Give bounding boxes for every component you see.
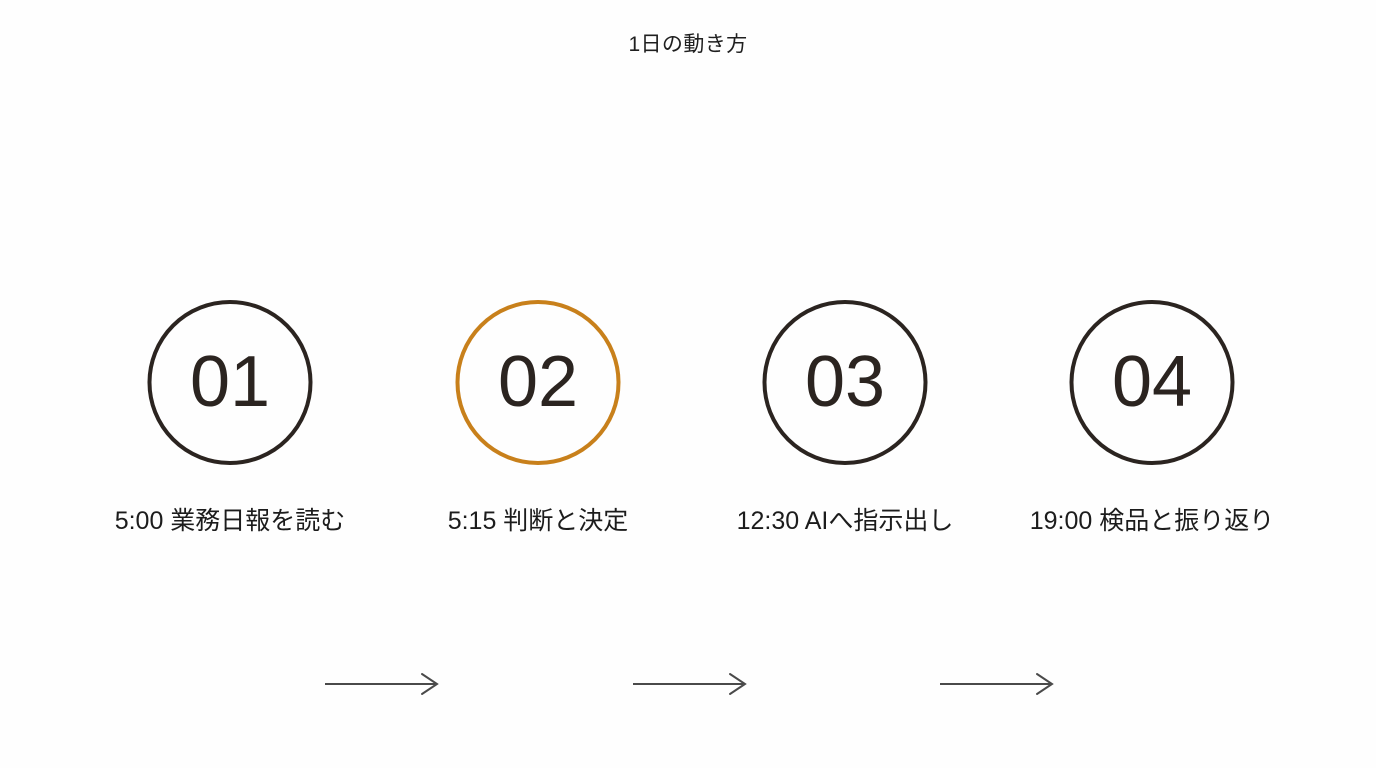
step-caption-02: 5:15 判断と決定 [447, 507, 629, 535]
step-caption-01: 5:00 業務日報を読む [114, 507, 346, 535]
arrow-right-icon [325, 668, 445, 700]
process-step-01[interactable]: 01 5:00 業務日報を読む [76, 300, 384, 560]
step-circle-04[interactable]: 04 [1069, 300, 1235, 465]
page-title: 1日の動き方 [628, 33, 748, 56]
step-number-01: 01 [189, 341, 271, 422]
step-caption-04: 19:00 検品と振り返り [1029, 507, 1275, 535]
process-step-row: 01 5:00 業務日報を読む 02 5:15 判断と決定 [0, 300, 1376, 695]
step-number-04: 04 [1111, 341, 1193, 422]
step-circle-01[interactable]: 01 [147, 300, 313, 465]
step-number-03: 03 [804, 341, 886, 422]
process-step-03[interactable]: 03 12:30 AIへ指示出し [691, 300, 999, 560]
step-number-02: 02 [497, 341, 579, 422]
step-circle-02[interactable]: 02 [455, 300, 621, 465]
process-step-04[interactable]: 04 19:00 検品と振り返り [998, 300, 1306, 560]
arrow-right-icon [940, 668, 1060, 700]
process-step-02[interactable]: 02 5:15 判断と決定 [384, 300, 692, 560]
arrow-right-icon [633, 668, 753, 700]
step-circle-03[interactable]: 03 [762, 300, 928, 465]
step-caption-03: 12:30 AIへ指示出し [736, 507, 954, 535]
